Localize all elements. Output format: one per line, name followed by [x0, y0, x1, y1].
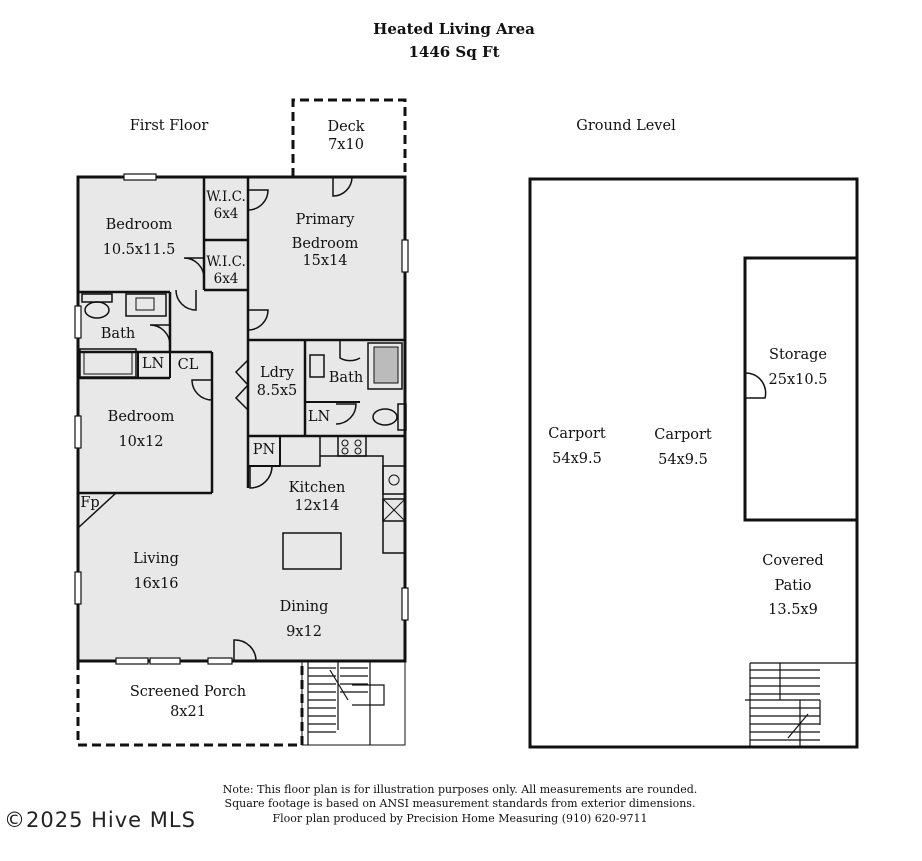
room-size: 13.5x9 [768, 602, 818, 619]
room-name: Bedroom [107, 409, 175, 425]
room-name: Ldry [259, 365, 295, 381]
room-deck: Deck 7x10 [327, 118, 364, 154]
stairs-first-floor [301, 660, 406, 746]
note-line-2: Square footage is based on ANSI measurem… [224, 797, 696, 811]
room-size: 7x10 [328, 137, 364, 154]
room-laundry: Ldry 8.5x5 [257, 364, 297, 400]
room-size: 16x16 [133, 575, 179, 592]
section-ground-level: Ground Level [576, 118, 676, 134]
room-name: Storage [769, 347, 827, 363]
room-size: 8x21 [170, 703, 206, 720]
room-name: Kitchen [288, 480, 346, 496]
room-wic-2: W.I.C. 6x4 [206, 254, 246, 288]
stairs-ground-level [745, 662, 857, 747]
room-size: 6x4 [213, 205, 239, 222]
room-size: 8.5x5 [256, 383, 298, 400]
disclaimer-note: Note: This floor plan is for illustratio… [0, 783, 920, 826]
room-size: 12x14 [294, 498, 340, 515]
room-name: Screened Porch [129, 684, 247, 700]
room-pantry: PN [252, 442, 276, 458]
room-size: 54x9.5 [658, 452, 708, 469]
room-dining: Dining 9x12 [280, 595, 329, 644]
room-bath-2: Bath [328, 370, 364, 386]
room-size: 6x4 [213, 270, 239, 287]
room-size: 54x9.5 [552, 451, 602, 468]
mls-watermark: ©2025 Hive MLS [4, 808, 196, 832]
room-size: 15x14 [302, 252, 348, 269]
room-bedroom-2: Bedroom 10x12 [108, 405, 175, 454]
room-wic-1: W.I.C. 6x4 [206, 189, 246, 223]
room-name: Dining [279, 599, 329, 615]
room-name: Carport [548, 426, 606, 442]
room-linen-2: LN [307, 409, 331, 425]
room-name: Covered [762, 553, 824, 569]
plan-subtitle: 1446 Sq Ft [408, 43, 500, 61]
room-name-2: Patio [774, 577, 812, 594]
room-name: Primary [295, 212, 355, 228]
room-name: Bedroom [105, 217, 173, 233]
room-name: W.I.C. [206, 189, 246, 205]
room-bedroom-1: Bedroom 10.5x11.5 [103, 213, 176, 262]
deck-outline [291, 98, 407, 177]
room-name: Living [133, 551, 179, 567]
room-carport-1: Carport 54x9.5 [548, 422, 605, 473]
room-covered-patio: Covered Patio 13.5x9 [762, 549, 823, 623]
room-screened-porch: Screened Porch 8x21 [130, 683, 246, 722]
room-kitchen: Kitchen 12x14 [289, 479, 346, 515]
room-name: Carport [654, 427, 712, 443]
room-storage: Storage 25x10.5 [769, 343, 828, 392]
room-name: Deck [327, 119, 365, 135]
room-size: 25x10.5 [768, 371, 828, 388]
room-closet: CL [177, 357, 199, 373]
room-living: Living 16x16 [133, 547, 179, 596]
room-size: 9x12 [286, 623, 322, 640]
first-floor-fill [78, 177, 405, 661]
room-name-2: Bedroom [291, 235, 359, 252]
ground-level-walls [528, 177, 859, 749]
room-size: 10x12 [118, 433, 164, 450]
room-fireplace: Fp [80, 495, 100, 511]
room-size: 10.5x11.5 [102, 241, 176, 258]
section-first-floor: First Floor [129, 118, 209, 134]
room-linen-1: LN [141, 356, 165, 372]
first-floor-walls [74, 173, 409, 665]
room-bath-1: Bath [100, 326, 136, 342]
room-name: W.I.C. [206, 254, 246, 270]
room-primary-bedroom: Primary Bedroom 15x14 [292, 209, 359, 274]
note-line-1: Note: This floor plan is for illustratio… [222, 783, 698, 796]
plan-title: Heated Living Area [373, 20, 535, 38]
room-carport-2: Carport 54x9.5 [654, 423, 711, 474]
note-line-3: Floor plan produced by Precision Home Me… [272, 811, 648, 825]
